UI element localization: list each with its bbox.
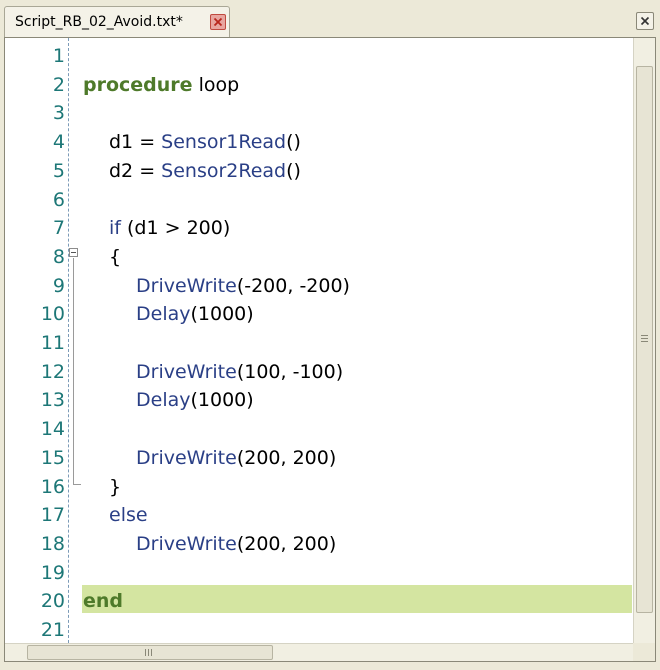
line-number: 3 (52, 102, 65, 124)
horizontal-scrollbar[interactable] (5, 643, 633, 661)
function-token: Delay (136, 303, 191, 325)
line-number: 1 (52, 45, 65, 67)
vertical-scrollbar[interactable] (633, 38, 655, 643)
line-number: 5 (52, 160, 65, 182)
text-token: (200, 200) (236, 447, 337, 469)
line-number: 6 (52, 189, 65, 211)
text-token: d1 = (109, 131, 162, 153)
function-token: DriveWrite (136, 361, 237, 383)
text-token: () (286, 131, 301, 153)
function-token: DriveWrite (136, 533, 237, 555)
text-token: loop (192, 74, 240, 96)
line-number: 11 (40, 332, 65, 354)
gutter-separator (68, 38, 69, 643)
line-number: 12 (40, 361, 65, 383)
text-token: (-200, -200) (236, 275, 350, 297)
code-line[interactable]: if (d1 > 200) (109, 216, 230, 240)
close-icon[interactable] (210, 14, 226, 30)
code-line[interactable]: Delay(1000) (136, 388, 254, 412)
line-number: 17 (40, 504, 65, 526)
current-line-highlight (82, 585, 632, 613)
tab-script-file[interactable]: Script_RB_02_Avoid.txt* (4, 6, 230, 37)
line-number: 13 (40, 389, 65, 411)
tab-title: Script_RB_02_Avoid.txt* (15, 14, 183, 30)
fold-guide (73, 258, 74, 484)
text-token: { (109, 246, 122, 268)
line-number: 9 (52, 275, 65, 297)
text-token: (1000) (190, 303, 254, 325)
function-token: DriveWrite (136, 275, 237, 297)
line-number: 4 (52, 131, 65, 153)
grip-line (641, 338, 648, 339)
text-token: (d1 > 200) (120, 217, 231, 239)
function-token: else (109, 504, 148, 526)
horizontal-scroll-thumb[interactable] (27, 645, 273, 660)
line-number: 18 (40, 533, 65, 555)
line-number: 7 (52, 217, 65, 239)
line-number: 2 (52, 74, 65, 96)
code-line[interactable]: end (83, 589, 123, 613)
function-token: Sensor2Read (161, 160, 287, 182)
code-line[interactable]: d2 = Sensor2Read() (109, 159, 301, 183)
line-number: 15 (40, 447, 65, 469)
function-token: Delay (136, 389, 191, 411)
grip-line (641, 335, 648, 336)
code-line[interactable]: DriveWrite(-200, -200) (136, 274, 350, 298)
vertical-scroll-thumb[interactable] (636, 66, 653, 613)
tab-bar: Script_RB_02_Avoid.txt* (0, 0, 660, 37)
text-token: } (109, 476, 122, 498)
fold-guide-end (73, 484, 81, 485)
code-line[interactable]: } (109, 475, 121, 499)
line-number: 20 (40, 590, 65, 612)
line-number: 14 (40, 418, 65, 440)
scrollbar-corner (633, 643, 655, 661)
grip-line (148, 649, 149, 656)
code-line[interactable]: Delay(1000) (136, 302, 254, 326)
line-number: 19 (40, 562, 65, 584)
code-line[interactable]: DriveWrite(200, 200) (136, 446, 336, 470)
function-token: DriveWrite (136, 447, 237, 469)
text-token: (1000) (190, 389, 254, 411)
grip-line (145, 649, 146, 656)
close-icon-glyph (213, 17, 223, 27)
text-token: () (286, 160, 301, 182)
function-token: Sensor1Read (161, 131, 287, 153)
code-line[interactable]: else (109, 503, 148, 527)
line-number: 10 (40, 303, 65, 325)
grip-line (641, 341, 648, 342)
fold-toggle-icon[interactable] (69, 248, 78, 257)
line-number: 21 (40, 619, 65, 641)
keyword-token: end (83, 590, 124, 612)
function-token: if (109, 217, 121, 239)
code-line[interactable]: { (109, 245, 121, 269)
code-line[interactable]: procedure loop (83, 73, 239, 97)
code-line[interactable]: DriveWrite(100, -100) (136, 360, 343, 384)
code-line[interactable]: DriveWrite(200, 200) (136, 532, 336, 556)
keyword-token: procedure (83, 74, 193, 96)
line-number: 8 (52, 246, 65, 268)
text-token: d2 = (109, 160, 162, 182)
window-close-glyph (640, 16, 650, 26)
text-token: (200, 200) (236, 533, 337, 555)
grip-line (151, 649, 152, 656)
code-line[interactable]: d1 = Sensor1Read() (109, 130, 301, 154)
line-number: 16 (40, 476, 65, 498)
text-token: (100, -100) (236, 361, 344, 383)
close-icon[interactable] (636, 12, 654, 30)
